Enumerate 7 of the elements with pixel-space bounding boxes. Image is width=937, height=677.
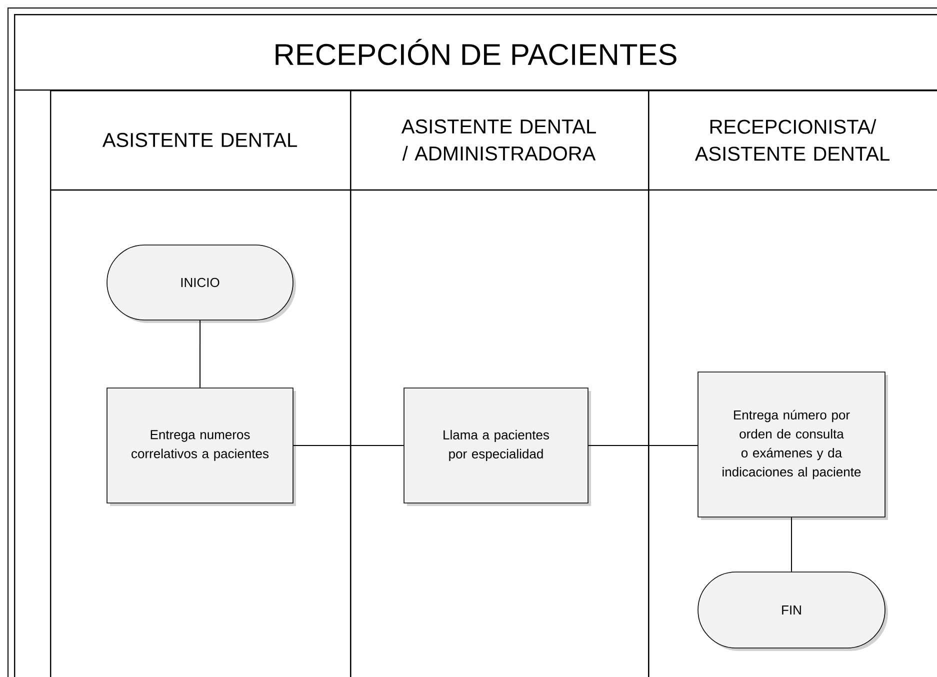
connector-line — [292, 445, 404, 446]
connector-line — [200, 320, 201, 388]
connector-line — [791, 516, 792, 572]
connector-line — [588, 445, 698, 446]
process-box: Llama a pacientes por especialidad — [404, 388, 591, 506]
process-box: Entrega número por orden de consulta o exámenes y da indicaciones al paciente — [698, 372, 888, 520]
process-box: Entrega numeros correlativos a pacientes — [106, 388, 296, 506]
